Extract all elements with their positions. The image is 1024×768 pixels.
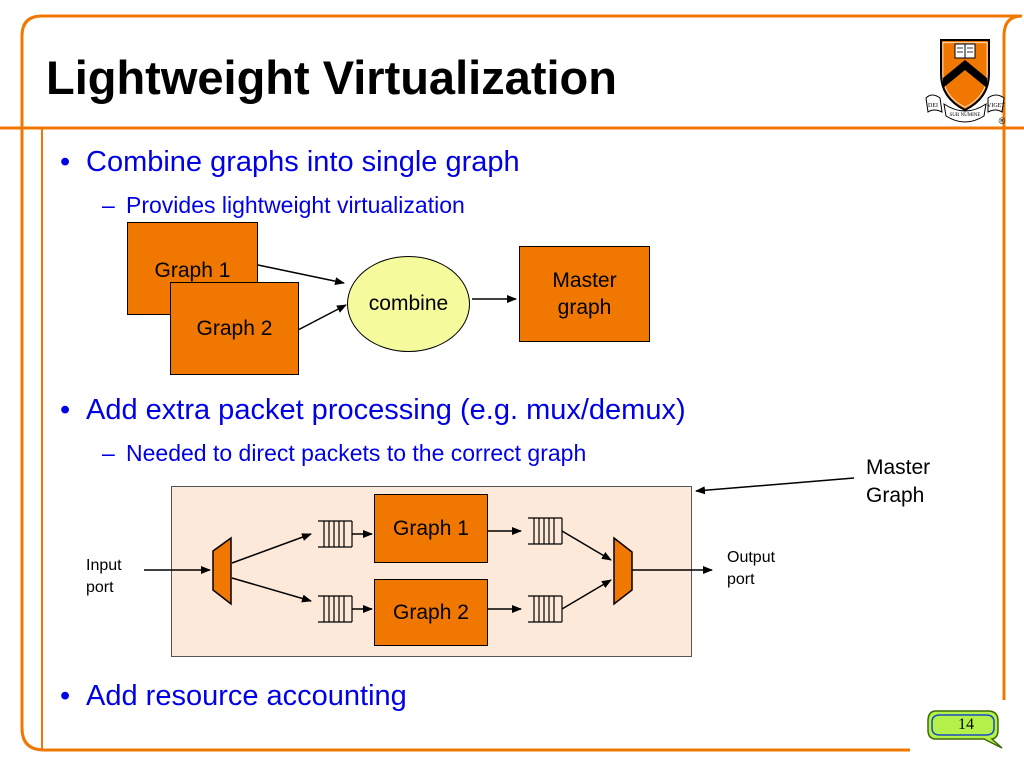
inner-graph1-label: Graph 1: [393, 517, 469, 540]
master-graph-box: Master graph: [519, 246, 650, 342]
master-graph-callout-line1: Master: [866, 456, 931, 479]
master-graph-callout-line2: Graph: [866, 484, 925, 507]
master-graph-line2: graph: [557, 296, 612, 319]
sub-bullet-2: –Needed to direct packets to the correct…: [102, 440, 586, 467]
output-queue-bottom: [528, 595, 563, 623]
input-port-line1: Input: [86, 557, 122, 574]
combine-ellipse: combine: [347, 256, 470, 352]
bullet-3: • Add resource accounting: [60, 680, 407, 713]
bullet-dot: •: [60, 680, 71, 712]
master-graph-line1: Master: [552, 269, 617, 292]
bullet-dot: •: [60, 146, 71, 178]
input-queue-top: [318, 520, 353, 548]
logo-motto-right: VIGET: [987, 103, 1005, 109]
master-graph-callout: Master Graph: [866, 454, 930, 510]
logo-motto-center: SUB NUMINE: [950, 113, 981, 118]
bullet-dot: •: [60, 394, 71, 426]
slide-title: Lightweight Virtualization: [46, 51, 617, 104]
inner-graph1-box: Graph 1: [374, 494, 488, 563]
bullet-3-text: Add resource accounting: [86, 680, 407, 712]
demux-shape: [212, 536, 232, 606]
page-number: 14: [958, 716, 974, 733]
sub-bullet-2-text: Needed to direct packets to the correct …: [126, 440, 587, 466]
inner-graph2-box: Graph 2: [374, 579, 488, 646]
output-queue-top: [528, 517, 563, 545]
sub-bullet-1: –Provides lightweight virtualization: [102, 192, 465, 219]
input-port-label: Input port: [86, 555, 122, 599]
bullet-1: • Combine graphs into single graph: [60, 146, 520, 179]
registered-mark: ®: [999, 116, 1006, 126]
bullet-2: • Add extra packet processing (e.g. mux/d…: [60, 394, 686, 427]
output-port-line2: port: [727, 571, 755, 588]
sub-bullet-dash: –: [102, 440, 115, 466]
bullet-1-text: Combine graphs into single graph: [86, 146, 520, 178]
graph2-label: Graph 2: [196, 317, 273, 340]
mux-shape: [613, 536, 633, 606]
output-port-line1: Output: [727, 549, 776, 566]
graph2-box: Graph 2: [170, 282, 299, 375]
logo-motto-left: DEI: [928, 103, 938, 109]
page-number-badge: [927, 710, 1003, 749]
output-port-label: Output port: [727, 547, 775, 591]
sub-bullet-dash: –: [102, 192, 115, 218]
input-queue-bottom: [318, 595, 353, 623]
inner-graph2-label: Graph 2: [393, 601, 469, 624]
university-shield-logo: DEI SUB NUMINE VIGET ®: [925, 39, 1006, 126]
combine-label: combine: [368, 292, 449, 315]
bullet-2-text: Add extra packet processing (e.g. mux/de…: [86, 394, 686, 426]
graph1-label: Graph 1: [154, 259, 231, 282]
sub-bullet-1-text: Provides lightweight virtualization: [126, 192, 465, 218]
input-port-line2: port: [86, 579, 114, 596]
